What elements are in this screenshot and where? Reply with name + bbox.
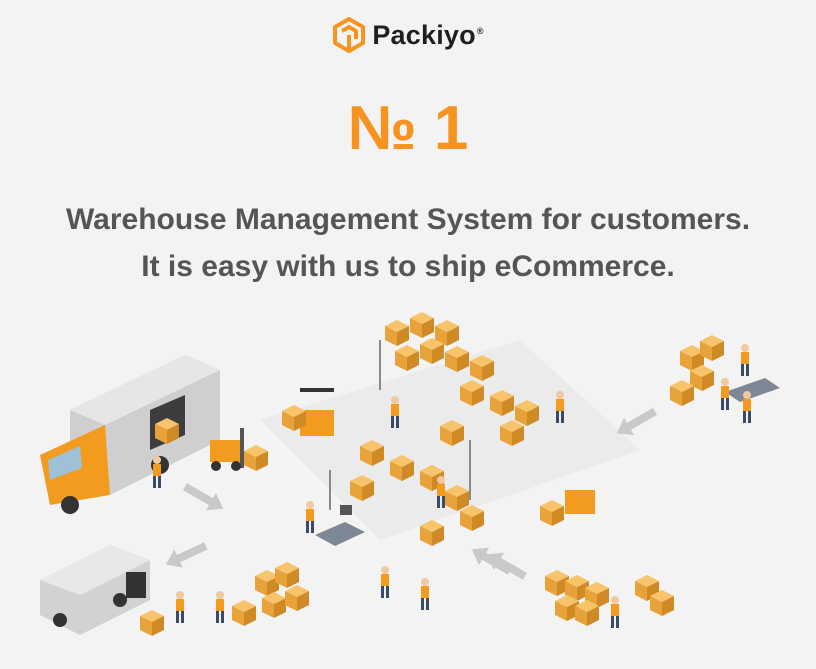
rack-illustration [329,312,539,546]
tagline: Warehouse Management System for customer… [0,196,816,290]
logo: Packiyo® [0,17,816,53]
rank-heading: № 1 [347,94,469,163]
warehouse-illustration [40,312,780,636]
packing-station-illustration [670,335,780,423]
tagline-line-1: Warehouse Management System for customer… [65,203,751,236]
packiyo-box-icon [333,17,366,53]
brand-name: Packiyo® [372,19,484,50]
van-illustration [40,545,164,636]
tagline-line-2: It is easy with us to ship eCommerce. [141,250,675,283]
forklift-illustration [210,388,595,526]
